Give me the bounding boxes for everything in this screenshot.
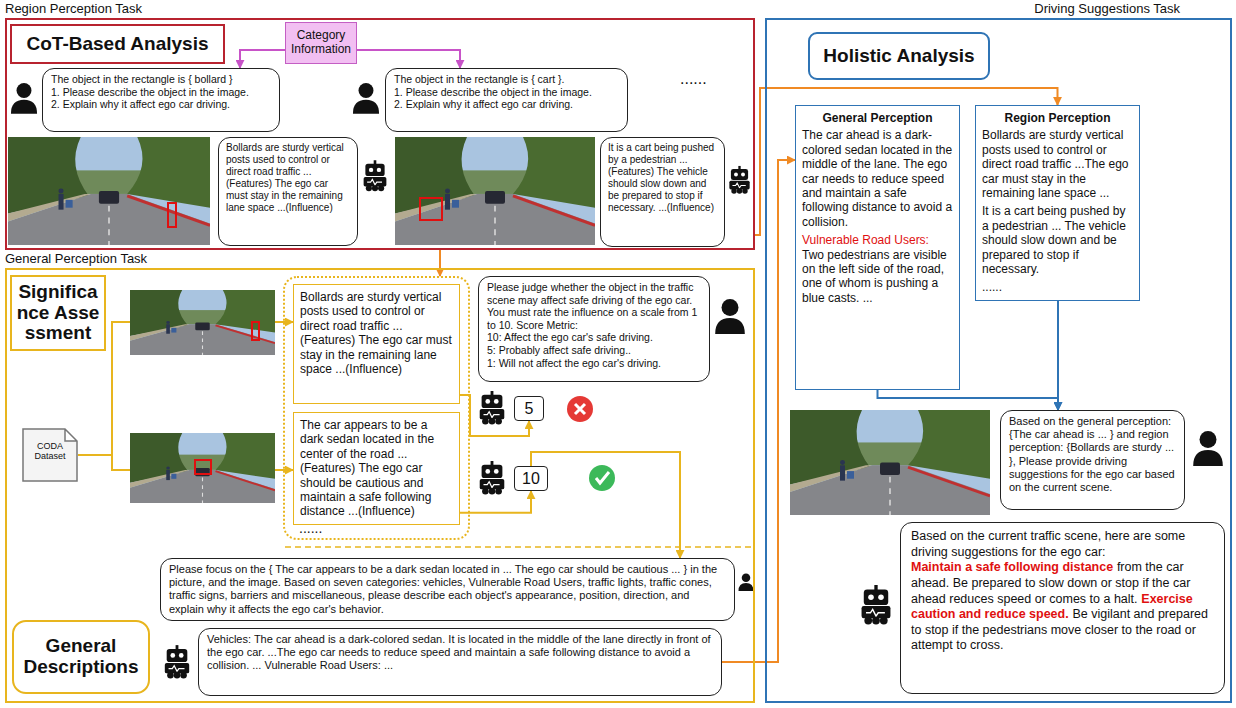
prompt-bubble: Please judge whether the object in the t… [478,276,710,382]
node-text: Maintain a safe following distance [911,560,1113,574]
node-text: 2. Explain why it affect ego car driving… [51,98,271,111]
node-text: General Perception [802,111,953,125]
separator-line [285,546,752,548]
node-text: Two pedestrians are visible on the left … [802,248,953,306]
node-text: 10 [522,470,540,488]
node-text: Based on the general perception:{The car… [1009,415,1176,494]
node-text: Vehicles: The car ahead is a dark-colore… [207,633,713,673]
robot-icon [729,166,749,194]
flow-arrow [1057,301,1059,410]
prompt-bubble: Based on the general perception:{The car… [1000,410,1185,510]
node-text: The car appears to be a dark sedan locat… [300,418,453,519]
node-text: It is a cart being pushed by a pedestria… [608,142,717,214]
dataset-icon: CODA Dataset [22,428,78,482]
flow-arrow [460,491,531,513]
node-text: General Descriptions [18,636,144,678]
panel-label: General Perception Task [5,251,147,266]
node-text: The object in the rectangle is { cart }. [394,73,619,86]
robot-icon [165,645,189,678]
region-box [252,322,259,340]
region-box [168,203,176,227]
user-icon [739,573,754,591]
node-text: 1: Will not affect the ego car's driving… [487,357,701,370]
reject-mark [575,404,585,414]
node-text: 5 [525,400,534,418]
user-icon [353,83,379,114]
node-text: Bollards are sturdy vertical posts used … [300,290,453,376]
answer-bubble: Bollards are sturdy vertical posts used … [218,137,358,246]
document-shape [23,429,77,481]
region-panel: Region Perception TaskCoT-Based Analysis… [5,18,755,250]
scene-image [130,433,275,503]
user-icon [11,83,37,114]
node-text: 1. Please describe the object in the ima… [394,86,619,99]
node-text: Holistic Analysis [823,46,974,67]
driving-panel: Driving Suggestions TaskHolistic Analysi… [765,18,1232,703]
node-text: Vulnerable Road Users: [802,233,953,247]
node-text: CoT-Based Analysis [27,34,209,55]
answer-bubble: Based on the current traffic scene, here… [900,522,1225,694]
flow-arrow [878,390,1059,410]
scene-image [130,290,275,355]
answer-bubble: Vehicles: The car ahead is a dark-colore… [198,628,722,696]
user-icon [1193,431,1223,466]
prompt-bubble: Please focus on the { The car appears to… [160,558,735,621]
score-box: 5 [514,396,544,421]
node-text: Please judge whether the object in the t… [487,281,701,331]
section-header: Holistic Analysis [808,32,990,80]
node-text: Bollards are sturdy vertical posts used … [982,128,1133,200]
flow-arrow [357,50,460,68]
node-text: CODA Dataset [24,442,76,462]
panel-label: Region Perception Task [5,1,142,16]
panel-label: Driving Suggestions Task [1034,1,1180,16]
node-text: Category Information [288,29,354,57]
category-box: Category Information [285,22,357,64]
node-text: ...... [982,280,1133,294]
robot-icon [364,160,387,191]
node-text: Based on the current traffic scene, here… [911,529,1214,560]
accept-mark [596,472,609,483]
reject-icon [567,396,593,422]
score-box: 10 [514,466,548,491]
robot-icon [480,391,505,425]
flow-arrow [240,50,285,68]
ellipsis-label: ...... [680,70,707,88]
region-box [420,198,442,220]
section-header: Significance Assessment [10,275,106,351]
section-header: General Descriptions [12,620,150,694]
robot-icon [480,461,505,495]
node-text: 2. Explain why it affect ego car driving… [394,98,619,111]
description-box: Bollards are sturdy vertical posts used … [293,284,460,404]
accept-icon [589,465,615,491]
node-text: 10: Affect the ego car's safe driving. [487,331,701,344]
document-box: Region PerceptionBollards are sturdy ver… [975,105,1140,301]
node-text: Please focus on the { The car appears to… [169,563,726,616]
node-text: 1. Please describe the object in the ima… [51,86,271,99]
node-text: Region Perception [982,111,1133,125]
node-text: The car ahead is a dark-colored sedan lo… [802,128,953,229]
scene-image [395,137,595,245]
scene-image [790,410,990,515]
node-text: 5: Probably affect safe driving.. [487,344,701,357]
section-header: CoT-Based Analysis [10,24,225,64]
user-icon [715,299,745,334]
node-text: Bollards are sturdy vertical posts used … [226,142,350,214]
node-text: Significance Assessment [16,282,100,345]
prompt-bubble: The object in the rectangle is { bollard… [42,68,280,132]
node-text: It is a cart being pushed by a pedestria… [982,204,1133,276]
scene-image [8,137,210,245]
general-panel: General Perception TaskSignificance Asse… [5,268,755,703]
document-box: General PerceptionThe car ahead is a dar… [795,105,960,390]
robot-icon [862,585,891,624]
flow-arrow [439,250,441,276]
answer-bubble: It is a cart being pushed by a pedestria… [600,137,725,247]
region-box [195,460,211,474]
node-text: The object in the rectangle is { bollard… [51,73,271,86]
prompt-bubble: The object in the rectangle is { cart }.… [385,68,628,132]
group-box: ......Bollards are sturdy vertical posts… [283,276,470,540]
flow-arrow [531,452,680,558]
description-box: The car appears to be a dark sedan locat… [293,412,460,525]
